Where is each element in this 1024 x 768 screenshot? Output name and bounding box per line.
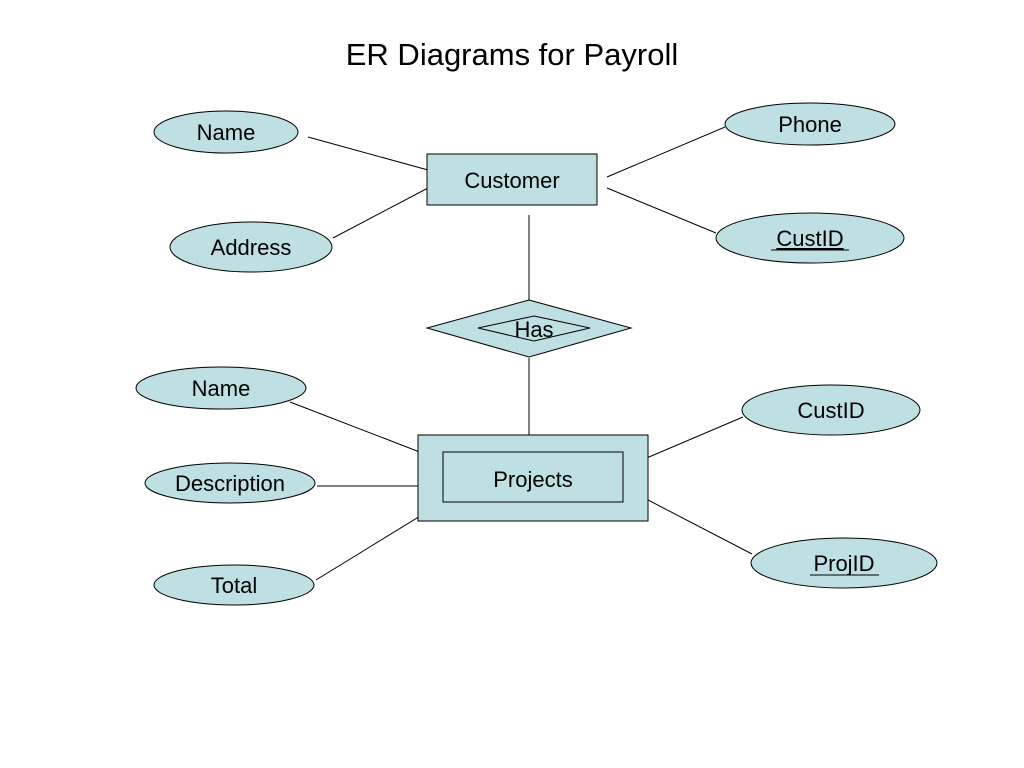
attribute-projects-name: Name: [135, 366, 307, 410]
attribute-projects-custid-label: CustID: [797, 398, 864, 423]
attribute-customer-custid-key: CustID: [715, 212, 905, 264]
attribute-projects-projid-key: ProjID: [750, 537, 938, 589]
attribute-customer-address-label: Address: [211, 235, 292, 260]
attribute-projects-description: Description: [144, 462, 316, 504]
entity-projects-label: Projects: [493, 467, 572, 492]
line-customer-name: [307, 136, 429, 171]
attribute-projects-name-label: Name: [192, 376, 251, 401]
line-customer-address: [332, 187, 429, 239]
entity-customer: Customer: [426, 153, 598, 206]
relationship-has-label: Has: [514, 317, 553, 342]
attribute-projects-total: Total: [153, 564, 315, 606]
attribute-customer-custid-label: CustID: [776, 226, 843, 251]
attribute-projects-projid-label: ProjID: [813, 551, 874, 576]
attribute-customer-phone-label: Phone: [778, 112, 842, 137]
attribute-customer-name-label: Name: [197, 120, 256, 145]
attribute-customer-address: Address: [169, 221, 333, 273]
attribute-customer-phone: Phone: [724, 102, 896, 146]
attribute-projects-description-label: Description: [175, 471, 285, 496]
attribute-customer-name: Name: [153, 110, 299, 154]
entity-customer-label: Customer: [464, 168, 559, 193]
attribute-projects-total-label: Total: [211, 573, 257, 598]
relationship-has: Has: [425, 299, 633, 358]
attribute-projects-custid: CustID: [741, 384, 921, 436]
line-customer-custid: [606, 187, 717, 234]
entity-projects: Projects: [417, 434, 649, 522]
line-customer-phone: [606, 126, 726, 178]
diagram-title: ER Diagrams for Payroll: [346, 37, 678, 72]
